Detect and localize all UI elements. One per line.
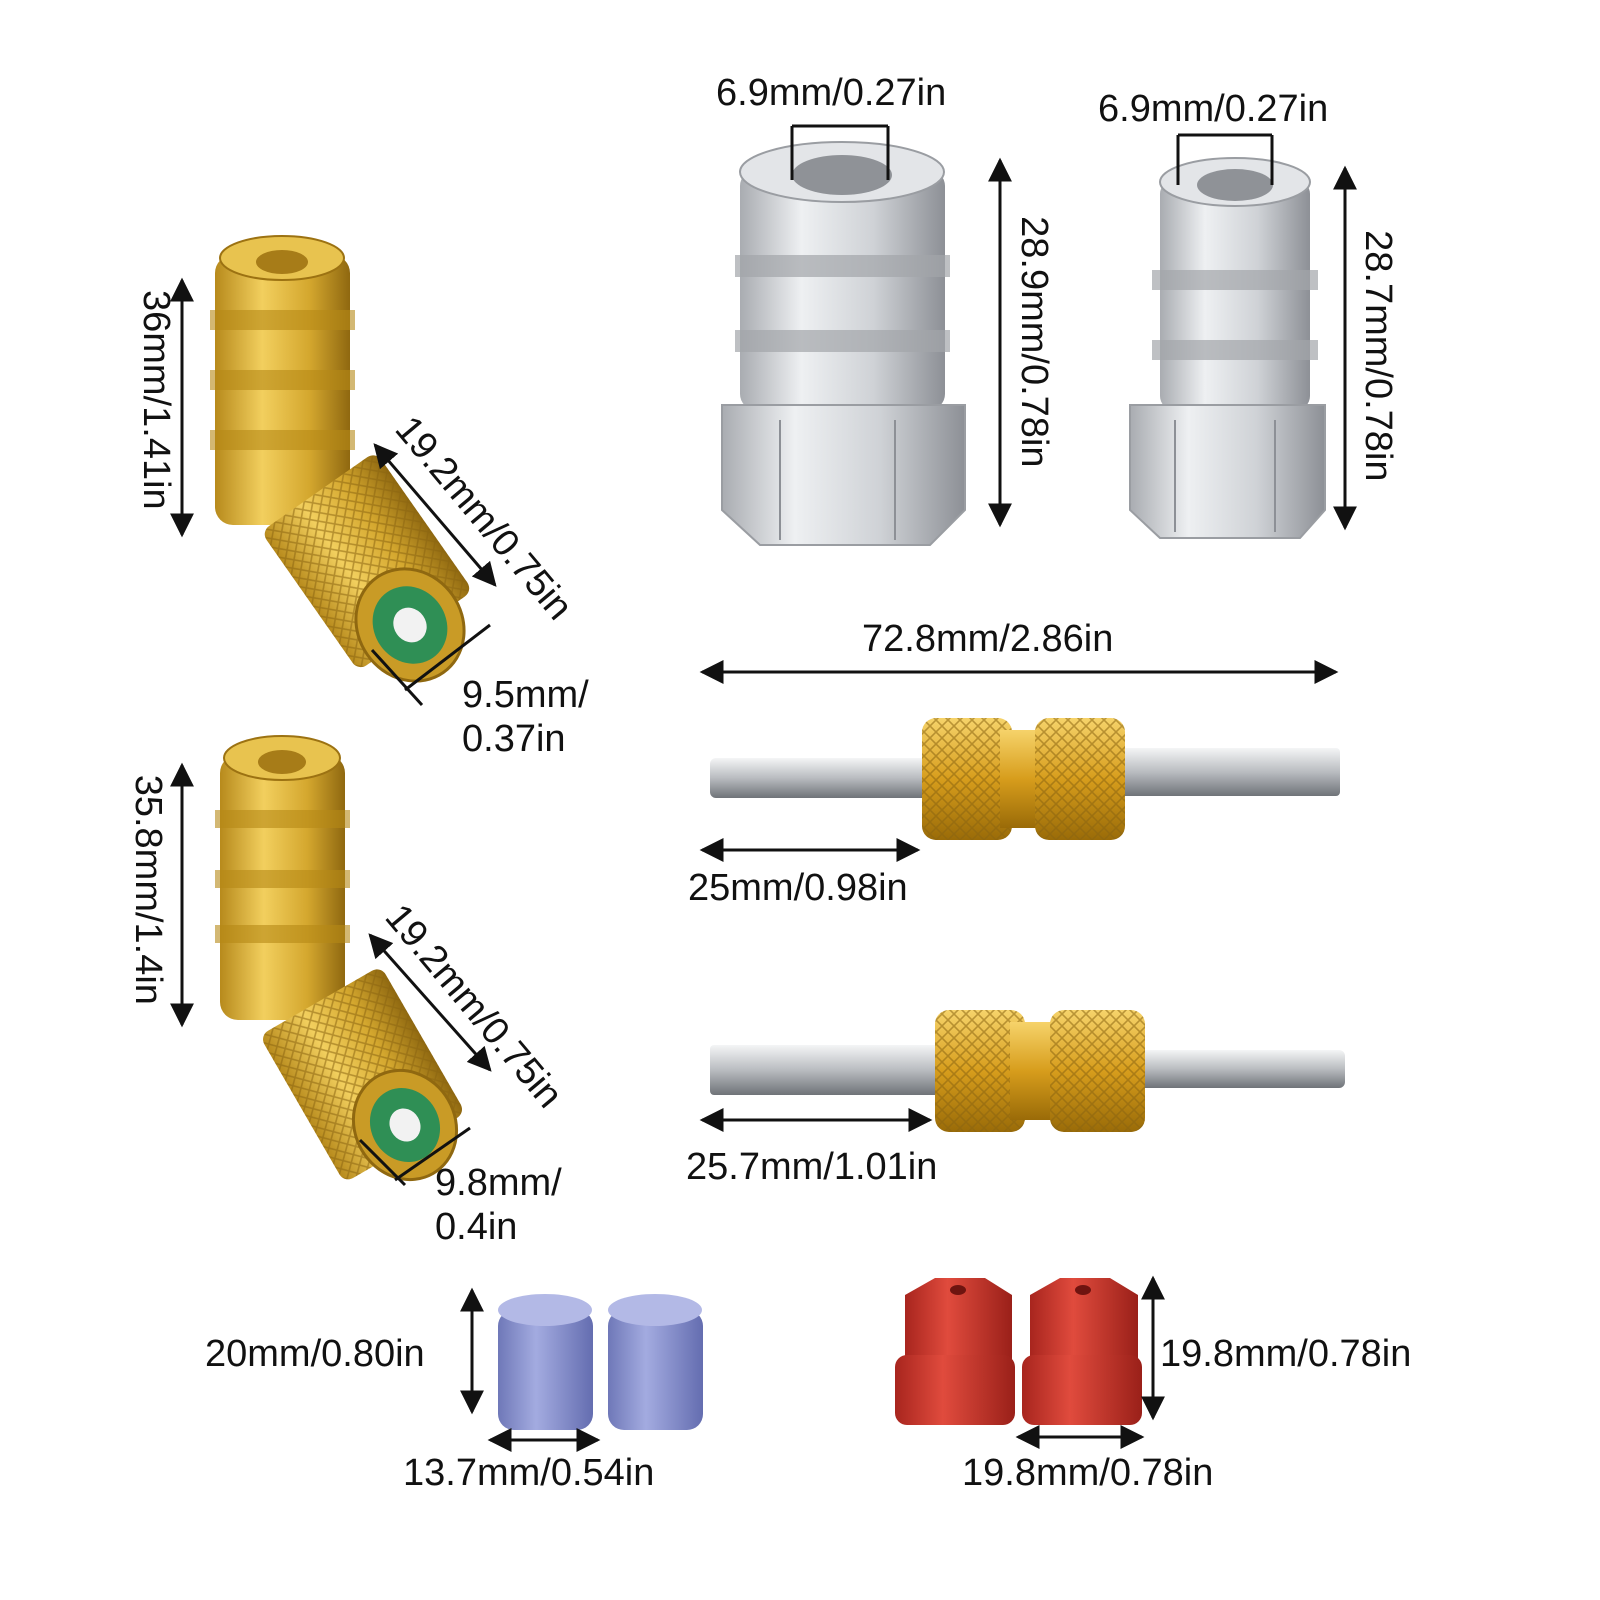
dimension-lines	[170, 124, 1357, 1452]
silver-large-bore-label: 6.9mm/0.27in	[716, 72, 947, 114]
dim-line	[370, 648, 424, 707]
blue-caps	[498, 1294, 703, 1430]
adapter2-height-label: 35.8mm/1.4in	[126, 774, 169, 1005]
dim-line	[404, 623, 491, 692]
silver-adapter-large	[721, 141, 966, 546]
tool1-tip-label: 25mm/0.98in	[688, 867, 908, 909]
adapter1-diameter-label-2: 0.37in	[462, 718, 566, 760]
silver-small-height-label: 28.7mm/0.78in	[1356, 230, 1399, 482]
blue-cap-diameter-label: 13.7mm/0.54in	[403, 1452, 655, 1494]
brass-elbow-adapter-1	[210, 235, 470, 683]
silver-adapter-small	[1129, 157, 1326, 539]
silver-small-bore-label: 6.9mm/0.27in	[1098, 88, 1329, 130]
red-caps	[895, 1278, 1142, 1425]
blue-cap-height-label: 20mm/0.80in	[205, 1333, 425, 1375]
adapter2-diameter-label-1: 9.8mm/	[435, 1162, 562, 1204]
tool2-tip-label: 25.7mm/1.01in	[686, 1146, 938, 1188]
red-cap-diameter-label: 19.8mm/0.78in	[962, 1452, 1214, 1494]
valve-core-tool-1	[710, 718, 1340, 840]
silver-large-height-label: 28.9mm/0.78in	[1012, 216, 1055, 468]
dim-line	[368, 933, 492, 1072]
adapter2-diameter-label-2: 0.4in	[435, 1206, 518, 1248]
dim-line	[394, 1126, 471, 1182]
adapter1-diameter-label-1: 9.5mm/	[462, 674, 589, 716]
dim-line	[373, 443, 497, 587]
tool1-length-label: 72.8mm/2.86in	[862, 618, 1114, 660]
adapter1-height-label: 36mm/1.41in	[134, 290, 177, 510]
red-cap-height-label: 19.8mm/0.78in	[1160, 1333, 1412, 1375]
valve-core-tool-2	[710, 1010, 1345, 1132]
